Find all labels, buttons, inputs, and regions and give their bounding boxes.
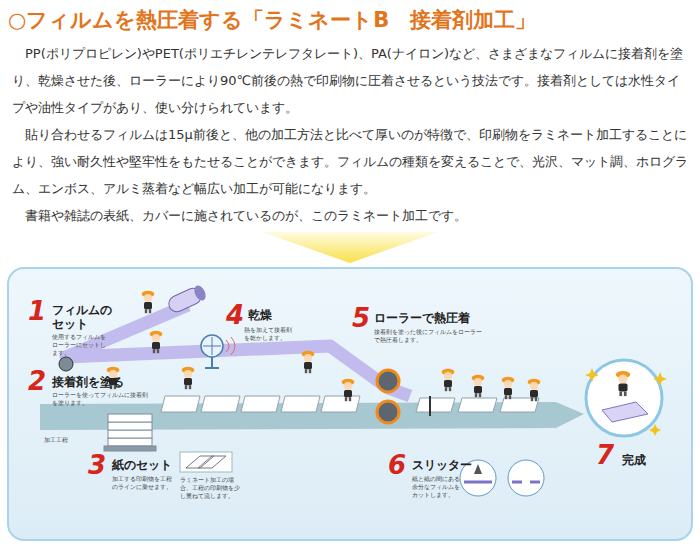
overlap-inset (180, 452, 232, 472)
step-note: 紙と紙の間にある余分なフィルムをカットします。 (412, 475, 460, 499)
step-note: 熱を加えて接着剤を乾かします。 (244, 326, 296, 342)
step-number: 6 (388, 452, 412, 478)
panel (8, 268, 692, 540)
step-note: 使用するフィルムをローラーにセットします。 (52, 333, 110, 357)
step-title: 完成 (622, 452, 662, 469)
step-title: 接着剤を塗る (52, 375, 142, 389)
body-paragraph: 書籍や雑誌の表紙、カバーに施されているのが、このラミネート加工です。 (12, 202, 688, 229)
step-number: 4 (226, 302, 250, 328)
film-roll (166, 284, 208, 315)
step-title: 乾燥 (248, 308, 288, 322)
page-heading: ○フィルムを熱圧着する「ラミネートB 接着剤加工」 (8, 6, 536, 34)
paper-stack (104, 414, 156, 451)
step-title: スリッター (412, 458, 482, 472)
step-number: 1 (28, 298, 52, 324)
step-note: 加工する印刷物を工程のラインに乗せます。 (112, 475, 176, 491)
part-label: 加工工程 (44, 436, 84, 444)
step-number: 3 (88, 452, 112, 478)
finished-product (585, 360, 667, 436)
press-rollers (377, 370, 399, 423)
body-paragraph: 貼り合わせるフィルムは15μ前後と、他の加工方法と比べて厚いのが特徴で、印刷物を… (12, 121, 688, 202)
step-title: 紙のセット (112, 458, 182, 472)
glue-roller (59, 357, 73, 371)
step-title: ローラーで熱圧着 (374, 311, 484, 325)
inset-note: ラミネート加工の場合、工程の印刷物を少し重ねて流します。 (180, 476, 244, 500)
step-number: 5 (352, 305, 376, 331)
step-number: 2 (28, 368, 52, 394)
down-arrow (262, 232, 438, 263)
step-note: 接着剤を塗った後にフィルムをローラーで熱圧着します。 (374, 328, 484, 344)
dryer-fan (201, 335, 235, 368)
workers (107, 291, 631, 401)
step-note: ローラーを使ってフィルムに接着剤を塗ります。 (52, 391, 152, 407)
step-title: フィルムのセット (52, 303, 116, 332)
step-number: 7 (596, 442, 622, 468)
body-paragraph: PP(ポリプロピレン)やPET(ポリエチレンテレフタレート)、PA(ナイロン)な… (12, 40, 688, 121)
